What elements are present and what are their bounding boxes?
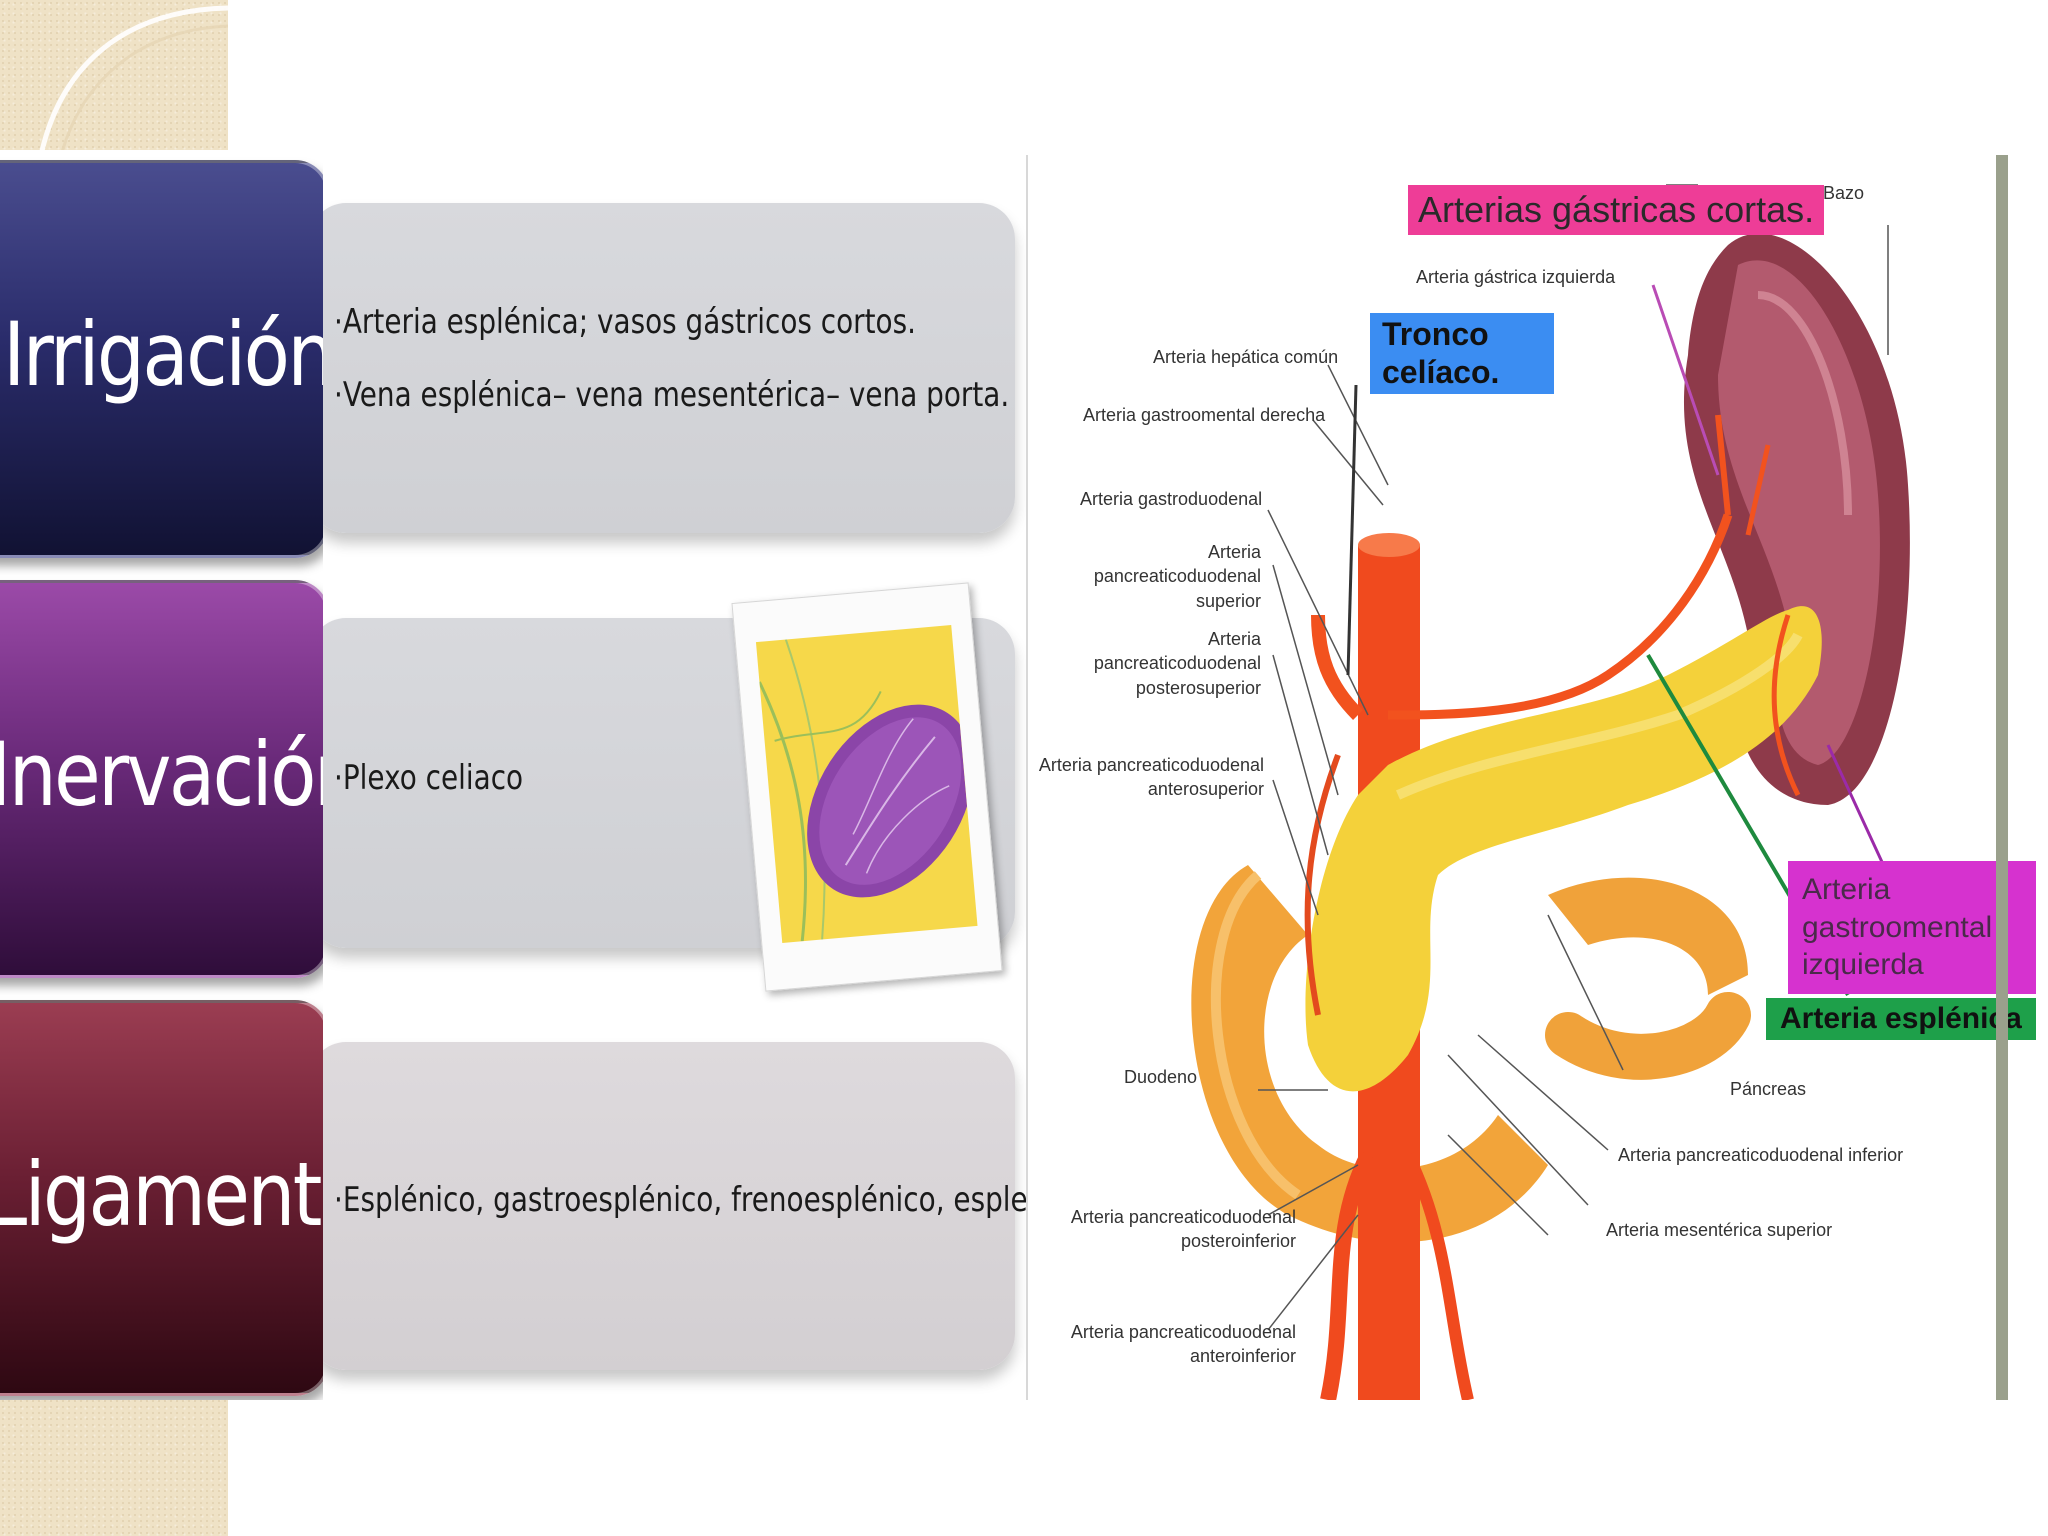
label-bazo: Bazo — [1823, 183, 1865, 203]
summary-table: Irrigación Inervación Ligamentos ·Arteri… — [0, 150, 1133, 1400]
label-pancreaticoduodenal-anteroinferior: Arteria pancreaticoduodenal anteroinferi… — [1070, 1322, 1296, 1367]
right-edge-bar — [1996, 155, 2008, 1400]
label-arteria-gastroomental-derecha: Arteria gastroomental derecha — [1083, 405, 1326, 425]
label-pancreaticoduodenal-posterosuperior: Arteria pancreaticoduodenal posterosuper… — [1093, 629, 1261, 698]
label-arteria-gastrica-izquierda: Arteria gástrica izquierda — [1416, 267, 1616, 287]
label-pancreaticoduodenal-posteroinferior: Arteria pancreaticoduodenal posteroinfer… — [1070, 1207, 1296, 1252]
inervacion-tile: Inervación — [0, 580, 323, 978]
label-arteria-gastroduodenal: Arteria gastroduodenal — [1080, 489, 1263, 509]
label-pancreaticoduodenal-anterosuperior: Arteria pancreaticoduodenal anterosuperi… — [1038, 755, 1264, 800]
callout-arteria-esplenica: Arteria esplénica — [1766, 998, 2036, 1040]
ligamentos-title: Ligamentos — [0, 1143, 323, 1246]
irrigacion-content-band — [310, 203, 1015, 533]
label-pancreaticoduodenal-superior: Arteria pancreaticoduodenal superior — [1093, 542, 1261, 611]
ligamentos-bullet-1: ·Esplénico, gastroesplénico, frenoesplén… — [334, 1180, 1133, 1220]
panel-divider — [1026, 155, 1029, 1400]
label-mesenterica-superior: Arteria mesentérica superior — [1606, 1220, 1833, 1240]
spleen-illustration-photo — [731, 582, 1003, 992]
callout-tronco-celiaco: Tronco celíaco. — [1370, 313, 1554, 394]
ligamentos-content-band — [310, 1042, 1015, 1370]
inervacion-bullet-1: ·Plexo celiaco — [334, 758, 524, 798]
ligamentos-tile: Ligamentos — [0, 1000, 323, 1396]
spleen-illustration — [758, 639, 974, 942]
label-duodeno: Duodeno — [1124, 1067, 1198, 1087]
irrigacion-bullet-2: ·Vena esplénica– vena mesentérica– vena … — [334, 375, 1010, 415]
label-pancreaticoduodenal-inferior: Arteria pancreaticoduodenal inferior — [1618, 1145, 1904, 1165]
inervacion-title: Inervación — [0, 723, 323, 826]
label-arteria-hepatica-comun: Arteria hepática común — [1153, 347, 1339, 367]
label-pancreas: Páncreas — [1730, 1079, 1807, 1099]
anatomy-drawing — [1191, 184, 1910, 1400]
callout-arteria-gastroomental-izquierda: Arteria gastroomental izquierda — [1788, 861, 2036, 994]
irrigacion-bullet-1: ·Arteria esplénica; vasos gástricos cort… — [334, 302, 916, 342]
pancreas-spleen-anatomy-diagram: Bazo Arteria gástrica izquierda Arteria … — [1028, 155, 2048, 1400]
irrigacion-tile: Irrigación — [0, 160, 323, 558]
irrigacion-title: Irrigación — [3, 303, 323, 406]
callout-arterias-gastricas-cortas: Arterias gástricas cortas. — [1408, 185, 1825, 235]
decorative-arc — [37, 5, 228, 160]
